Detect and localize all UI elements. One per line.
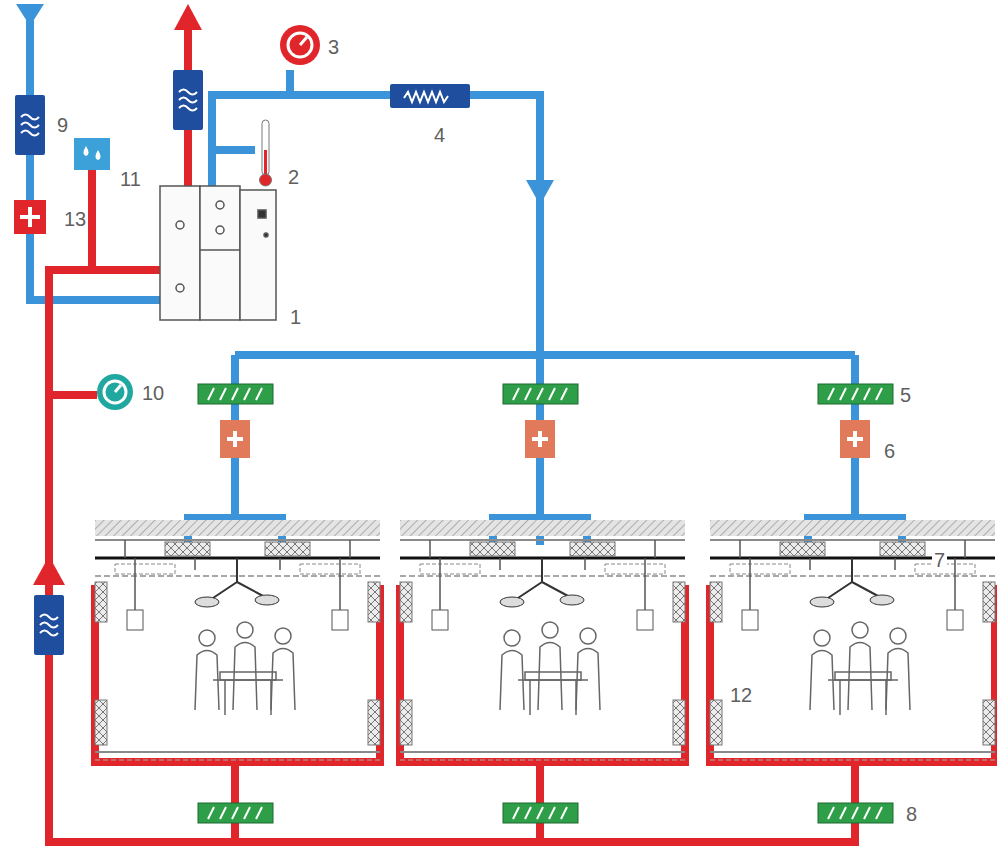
exhaust-arrow (174, 4, 202, 30)
callout-number: 4 (432, 124, 447, 146)
filter-symbol (15, 95, 45, 155)
operating-room (710, 520, 995, 760)
humidifier-symbol (74, 138, 110, 170)
callout-number: 1 (288, 306, 303, 328)
exhaust-filter (503, 803, 578, 823)
flow-arrow (33, 556, 65, 585)
return-duct (49, 28, 995, 842)
callout-number: 5 (898, 384, 913, 406)
callout-number: 2 (286, 166, 301, 188)
outdoor-air-arrow (16, 4, 44, 26)
callout-number: 12 (728, 684, 754, 706)
callout-number: 10 (140, 382, 166, 404)
reheat-coil (525, 420, 555, 458)
callout-number: 11 (118, 168, 143, 190)
hepa-filter (503, 384, 578, 404)
exhaust-filter (198, 803, 273, 823)
callout-number: 7 (932, 549, 947, 571)
preheater-symbol (14, 200, 46, 234)
air-handling-unit (160, 186, 276, 320)
exhaust-filter (818, 803, 893, 823)
callout-number: 8 (904, 803, 919, 825)
heater-symbol (390, 84, 470, 108)
operating-room (400, 520, 685, 760)
callout-number: 6 (882, 440, 897, 462)
reheat-coil (840, 420, 870, 458)
thermometer (260, 120, 272, 186)
filter-symbol (34, 595, 64, 655)
hepa-filter (818, 384, 893, 404)
callout-number: 13 (62, 208, 88, 230)
pressure-gauge (280, 25, 320, 65)
reheat-coil (220, 420, 250, 458)
pressure-gauge (97, 374, 133, 410)
filter-symbol (173, 70, 203, 130)
flow-arrow (526, 180, 554, 205)
callout-number: 9 (55, 114, 70, 136)
supply-duct (30, 20, 902, 545)
hepa-filter (198, 384, 273, 404)
callout-number: 3 (326, 36, 341, 58)
operating-room (95, 520, 380, 760)
